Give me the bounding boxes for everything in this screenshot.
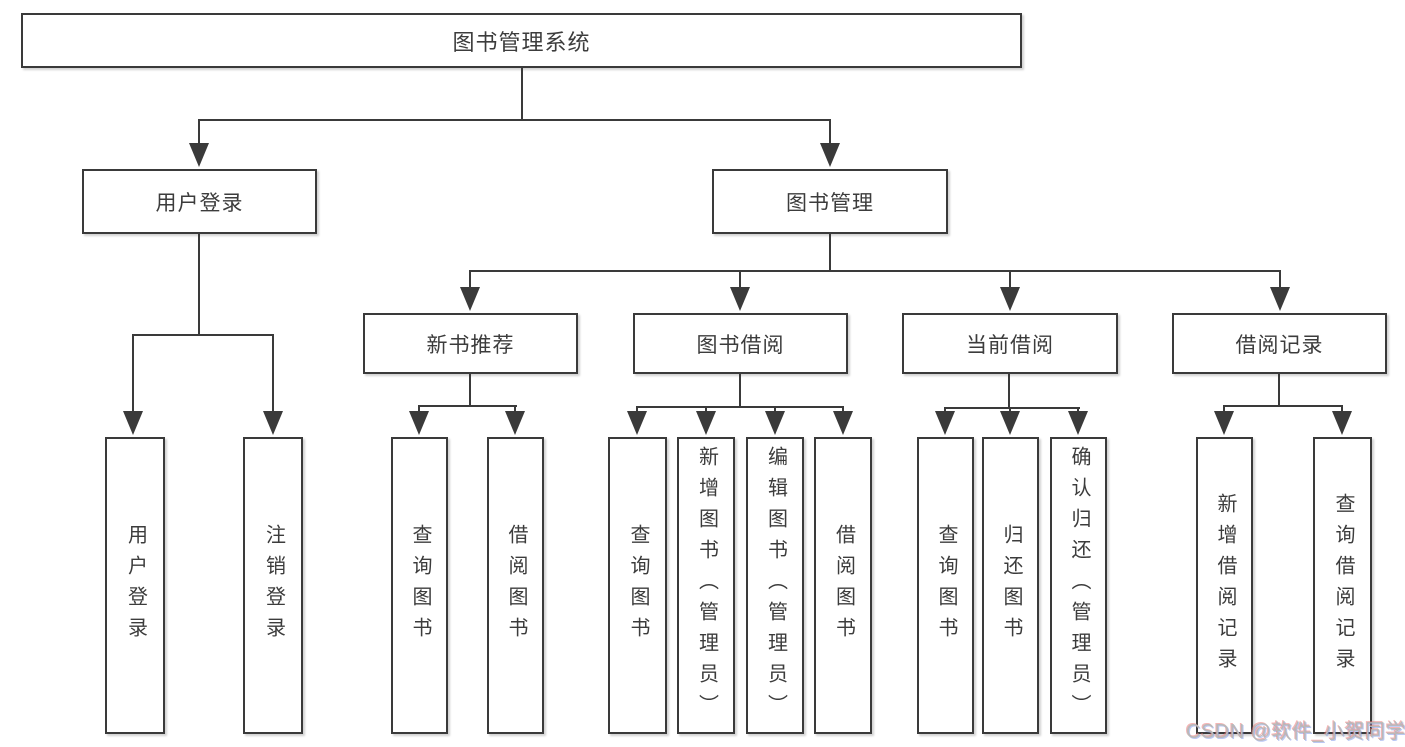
arrow-to-leaf-user-login bbox=[123, 411, 143, 435]
leaf-current-confirm-admin: 确认归还（管理员） bbox=[1050, 437, 1107, 734]
leaf-current-return-label: 归还图书 bbox=[1000, 523, 1022, 648]
connector-newbooks-leg-1 bbox=[418, 405, 420, 415]
leaf-user-login: 用户登录 bbox=[105, 437, 165, 734]
arrow-to-records-query bbox=[1332, 411, 1352, 435]
connector-user-leg-right bbox=[272, 334, 274, 416]
connector-records-leg-1 bbox=[1223, 405, 1225, 415]
node-book-borrow-label: 图书借阅 bbox=[696, 333, 785, 357]
connector-records-hline bbox=[1223, 405, 1343, 407]
arrow-to-current-return bbox=[1000, 411, 1020, 435]
connector-l2-leg-2 bbox=[739, 270, 741, 292]
leaf-logout-label: 注销登录 bbox=[262, 523, 285, 648]
leaf-newbooks-query: 查询图书 bbox=[391, 437, 448, 734]
leaf-records-add-label: 新增借阅记录 bbox=[1214, 492, 1236, 679]
connector-l2-hline bbox=[469, 270, 1281, 272]
arrow-to-newbooks-borrow bbox=[505, 411, 525, 435]
node-root: 图书管理系统 bbox=[21, 13, 1022, 68]
connector-records-stem bbox=[1278, 373, 1280, 407]
leaf-newbooks-borrow: 借阅图书 bbox=[487, 437, 544, 734]
connector-borrow-stem bbox=[739, 373, 741, 408]
connector-mgmt-stem bbox=[829, 233, 831, 272]
leaf-records-query-label: 查询借阅记录 bbox=[1332, 492, 1354, 679]
node-user-login-label: 用户登录 bbox=[155, 191, 244, 215]
connector-borrow-leg-4 bbox=[842, 406, 844, 415]
arrow-to-borrow-records bbox=[1270, 287, 1290, 311]
arrow-to-current-borrow bbox=[1000, 287, 1020, 311]
connector-borrow-hline bbox=[636, 406, 844, 408]
connector-current-stem bbox=[1008, 373, 1010, 409]
node-book-borrow: 图书借阅 bbox=[633, 313, 848, 374]
leaf-borrow-edit-admin: 编辑图书（管理员） bbox=[746, 437, 804, 734]
node-current-borrow: 当前借阅 bbox=[902, 313, 1118, 374]
leaf-borrow-query-label: 查询图书 bbox=[627, 523, 649, 648]
arrow-to-leaf-logout bbox=[263, 411, 283, 435]
connector-user-leg-left bbox=[132, 334, 134, 416]
node-new-book-recommend: 新书推荐 bbox=[363, 313, 578, 374]
connector-records-leg-2 bbox=[1341, 405, 1343, 415]
leaf-borrow-add-admin-label: 新增图书（管理员） bbox=[695, 446, 718, 725]
connector-l2-leg-4 bbox=[1279, 270, 1281, 292]
connector-current-hline bbox=[944, 407, 1080, 409]
arrow-to-current-query bbox=[935, 411, 955, 435]
arrow-to-borrow-query bbox=[627, 411, 647, 435]
arrow-to-new-book-recommend bbox=[460, 287, 480, 311]
leaf-borrow-book: 借阅图书 bbox=[814, 437, 872, 734]
connector-l1-leg-left bbox=[198, 119, 200, 149]
leaf-records-add: 新增借阅记录 bbox=[1196, 437, 1253, 734]
connector-l1-leg-right bbox=[829, 119, 831, 149]
connector-newbooks-leg-2 bbox=[514, 405, 516, 415]
leaf-borrow-query: 查询图书 bbox=[608, 437, 667, 734]
node-user-login: 用户登录 bbox=[82, 169, 317, 234]
leaf-newbooks-borrow-label: 借阅图书 bbox=[505, 523, 527, 648]
arrow-to-book-management bbox=[820, 143, 840, 167]
leaf-records-query: 查询借阅记录 bbox=[1313, 437, 1372, 734]
connector-borrow-leg-1 bbox=[636, 406, 638, 415]
leaf-borrow-book-label: 借阅图书 bbox=[832, 523, 855, 648]
leaf-borrow-add-admin: 新增图书（管理员） bbox=[677, 437, 735, 734]
node-root-label: 图书管理系统 bbox=[452, 29, 591, 55]
arrow-to-borrow-book bbox=[833, 411, 853, 435]
leaf-current-confirm-admin-label: 确认归还（管理员） bbox=[1068, 446, 1090, 725]
leaf-current-query-label: 查询图书 bbox=[935, 523, 957, 648]
connector-user-stem bbox=[198, 233, 200, 336]
arrow-to-book-borrow bbox=[730, 287, 750, 311]
arrow-to-borrow-edit bbox=[765, 411, 785, 435]
connector-user-hline bbox=[132, 334, 274, 336]
leaf-logout: 注销登录 bbox=[243, 437, 303, 734]
connector-l2-leg-1 bbox=[469, 270, 471, 292]
leaf-user-login-label: 用户登录 bbox=[124, 523, 147, 648]
arrow-to-user-login bbox=[189, 143, 209, 167]
arrow-to-records-add bbox=[1214, 411, 1234, 435]
connector-root-stem bbox=[521, 67, 523, 121]
node-new-book-recommend-label: 新书推荐 bbox=[426, 333, 515, 357]
connector-l1-hline bbox=[198, 119, 831, 121]
connector-newbooks-hline bbox=[418, 405, 517, 407]
leaf-borrow-edit-admin-label: 编辑图书（管理员） bbox=[764, 446, 787, 725]
node-borrow-records: 借阅记录 bbox=[1172, 313, 1387, 374]
csdn-watermark: CSDN @软件_小贺同学 bbox=[1186, 721, 1405, 743]
leaf-current-query: 查询图书 bbox=[917, 437, 974, 734]
leaf-current-return: 归还图书 bbox=[982, 437, 1039, 734]
connector-borrow-leg-2 bbox=[705, 406, 707, 415]
arrow-to-newbooks-query bbox=[409, 411, 429, 435]
arrow-to-borrow-add bbox=[696, 411, 716, 435]
arrow-to-current-confirm bbox=[1068, 411, 1088, 435]
node-borrow-records-label: 借阅记录 bbox=[1235, 333, 1324, 357]
connector-newbooks-stem bbox=[469, 373, 471, 407]
node-current-borrow-label: 当前借阅 bbox=[966, 333, 1054, 357]
connector-l2-leg-3 bbox=[1009, 270, 1011, 292]
node-book-management: 图书管理 bbox=[712, 169, 948, 234]
connector-borrow-leg-3 bbox=[774, 406, 776, 415]
leaf-newbooks-query-label: 查询图书 bbox=[409, 523, 431, 648]
node-book-management-label: 图书管理 bbox=[786, 191, 874, 215]
